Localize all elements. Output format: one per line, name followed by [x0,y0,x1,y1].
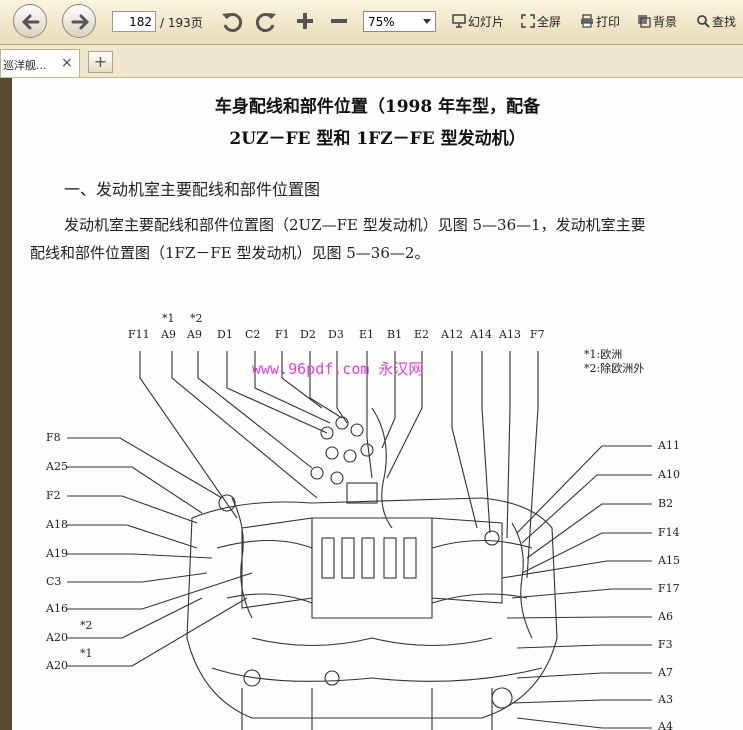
diagram-label-top: A14 [470,328,492,341]
diagram-label-top: E2 [414,328,430,341]
diagram-label-right: F3 [658,638,673,651]
slideshow-label: 幻灯片 [468,15,505,29]
toolbar: / 193页 75% 幻灯片 全屏 打印 背景 查找 [0,0,743,45]
diagram-label-left: C3 [46,575,62,588]
close-icon[interactable]: × [61,55,73,71]
zoom-select[interactable]: 75% [363,11,436,32]
diagram-label-left: F2 [46,489,61,502]
diagram-label-top: D1 [217,328,233,341]
add-tab-button[interactable]: + [88,51,113,73]
zoom-value: 75% [368,15,395,29]
page-title-line2: 2UZ－FE 型和 1FZ－FE 型发动机） [229,129,526,149]
paragraph-line2: 配线和部件位置图（1FZ－FE 型发动机）见图 5—36—2。 [30,244,430,262]
print-button[interactable]: 打印 [580,13,620,30]
diagram-label-left-star: *2 [80,619,93,632]
forward-button[interactable] [62,4,96,38]
diagram-label-top: F7 [530,328,545,341]
diagram-label-star1: *1 [162,312,175,325]
rotate-left-icon[interactable] [220,10,244,34]
page-number-input[interactable] [112,11,156,32]
background-button[interactable]: 背景 [637,13,677,30]
diagram-label-right: A3 [658,693,673,706]
diagram-label-right: A11 [658,439,680,452]
page-title-line1: 车身配线和部件位置（1998 年车型，配备 [214,97,541,117]
diagram-label-top: D2 [300,328,316,341]
slideshow-icon [452,14,466,28]
diagram-label-right: A4 [658,720,673,730]
engine-wiring-diagram [67,351,652,730]
find-button[interactable]: 查找 [696,13,736,30]
diagram-legend-1: *1:欧洲 [584,348,623,361]
print-label: 打印 [596,15,621,29]
slideshow-button[interactable]: 幻灯片 [452,13,504,30]
diagram-label-star2: *2 [190,312,203,325]
diagram-label-left: A16 [46,602,68,615]
diagram-label-right: F17 [658,582,680,595]
find-label: 查找 [712,15,737,29]
watermark: www.96pdf.com 永汉网 [252,360,424,378]
tab-document[interactable]: 巡洋舰... × [0,49,80,77]
fullscreen-icon [521,14,535,28]
fullscreen-label: 全屏 [537,15,562,29]
diagram-label-top: F11 [128,328,150,341]
background-label: 背景 [653,15,678,29]
diagram-label-top: A9 [161,328,176,341]
diagram-label-right: A15 [658,554,680,567]
diagram-label-left: F8 [46,431,61,444]
diagram-label-right: F14 [658,526,680,539]
diagram-label-top: A13 [499,328,521,341]
diagram-label-left: A20 [46,631,68,644]
paragraph-line1: 发动机室主要配线和部件位置图（2UZ—FE 型发动机）见图 5—36—1，发动机… [64,216,646,234]
document-page: 车身配线和部件位置（1998 年车型，配备 2UZ－FE 型和 1FZ－FE 型… [12,78,743,730]
diagram-label-right: A7 [658,666,673,679]
diagram-label-top: A9 [187,328,202,341]
background-icon [638,15,651,28]
diagram-label-right: A10 [658,468,680,481]
diagram-label-top: B1 [387,328,403,341]
tab-label: 巡洋舰... [3,59,47,72]
diagram-label-top: C2 [245,328,261,341]
chevron-down-icon [423,19,431,24]
diagram-legend-2: *2:除欧洲外 [584,362,645,375]
diagram-label-top: A12 [441,328,463,341]
rotate-right-icon[interactable] [254,10,278,34]
diagram-label-left: A20 [46,659,68,672]
zoom-in-icon[interactable] [294,10,316,32]
diagram-label-left-star: *1 [80,647,93,660]
diagram-label-right: A6 [658,610,673,623]
arrow-left-icon [21,14,40,30]
printer-icon [581,14,593,28]
fullscreen-button[interactable]: 全屏 [521,13,561,30]
diagram-label-left: A25 [46,460,68,473]
diagram-label-top: F1 [275,328,290,341]
diagram-label-left: A18 [46,518,68,531]
zoom-out-icon[interactable] [328,10,350,32]
section-heading: 一、发动机室主要配线和部件位置图 [64,180,321,199]
back-button[interactable] [13,4,47,38]
arrow-right-icon [71,14,90,30]
search-icon [697,15,710,28]
diagram-label-top: D3 [328,328,344,341]
tab-bar: 巡洋舰... × + [0,45,743,78]
diagram-label-right: B2 [658,497,674,510]
diagram-label-left: A19 [46,547,68,560]
page-total-label: / 193页 [160,16,203,30]
diagram-label-top: E1 [359,328,375,341]
